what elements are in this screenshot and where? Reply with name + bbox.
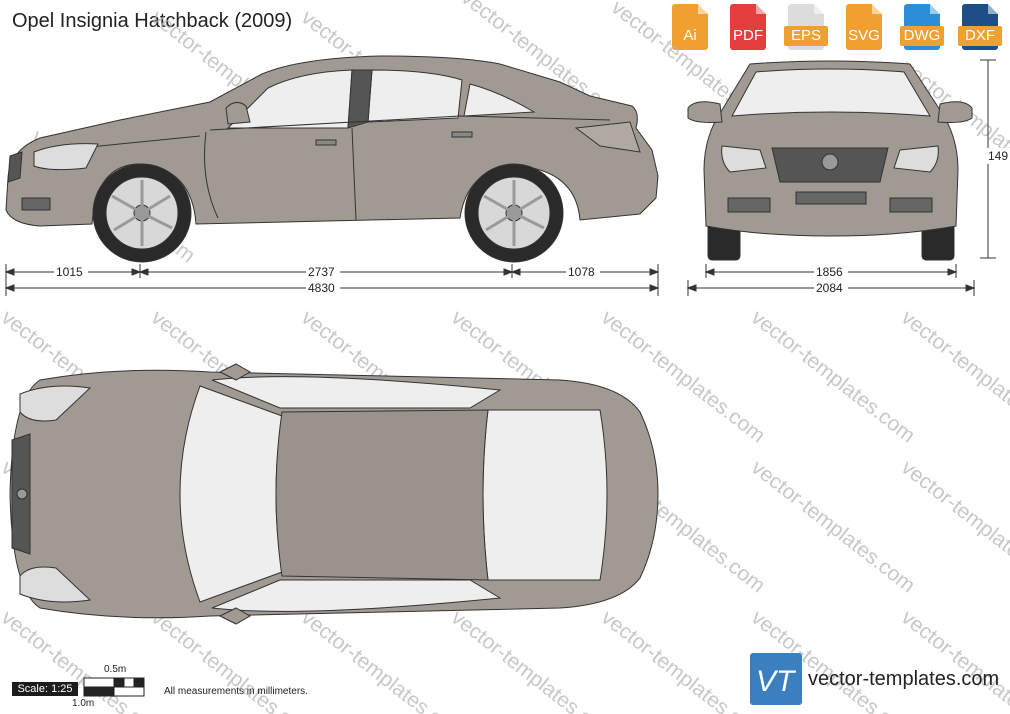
format-label: EPS bbox=[784, 26, 828, 46]
top-windshield bbox=[179, 385, 283, 603]
format-label: SVG bbox=[848, 27, 880, 44]
scale-one-meter: 1.0m bbox=[72, 698, 95, 709]
side-headlight bbox=[33, 143, 99, 171]
top-rear-window bbox=[482, 409, 608, 581]
front-foglight-right bbox=[889, 197, 933, 213]
watermark-text: vector-templates.com bbox=[297, 606, 469, 714]
front-headlight-left bbox=[721, 145, 767, 173]
measurement-note: All measurements in millimeters. bbox=[164, 686, 308, 697]
top-side-window-left bbox=[211, 376, 502, 409]
body-crease bbox=[209, 115, 611, 131]
dwg-file-icon[interactable]: DWG bbox=[900, 4, 944, 50]
scale-ruler bbox=[83, 677, 145, 697]
front-view bbox=[687, 60, 973, 261]
svg-file-icon[interactable]: SVG bbox=[842, 4, 886, 50]
format-label: PDF bbox=[733, 27, 763, 44]
front-windshield bbox=[731, 68, 931, 117]
format-label: Ai bbox=[683, 27, 697, 44]
watermark-text: vector-templates.com bbox=[747, 306, 919, 448]
page-title: Opel Insignia Hatchback (2009) bbox=[12, 10, 293, 32]
top-side-window-right bbox=[211, 579, 502, 612]
scale-label: Scale: 1:25 bbox=[12, 682, 78, 696]
dim-wheelbase: 2737 bbox=[308, 265, 335, 279]
front-headlight-right bbox=[893, 145, 939, 173]
side-window-quarter bbox=[463, 83, 536, 117]
watermark-text: vector-templates.com bbox=[597, 606, 769, 714]
watermark-text: vector-templates.com bbox=[447, 606, 619, 714]
dim-width: 2084 bbox=[816, 281, 843, 295]
dim-front-overhang: 1015 bbox=[56, 265, 83, 279]
top-roof bbox=[275, 409, 489, 581]
pdf-file-icon[interactable]: PDF bbox=[726, 4, 770, 50]
ai-file-icon[interactable]: Ai bbox=[668, 4, 712, 50]
dim-length: 4830 bbox=[308, 281, 335, 295]
dim-rear-overhang: 1078 bbox=[568, 265, 595, 279]
side-grille bbox=[7, 151, 23, 183]
door-line bbox=[204, 131, 219, 219]
side-taillight bbox=[574, 121, 641, 153]
top-headlight-left bbox=[19, 385, 92, 422]
side-foglight bbox=[21, 197, 51, 211]
dim-height: 149 bbox=[988, 149, 1008, 163]
dxf-file-icon[interactable]: DXF bbox=[958, 4, 1002, 50]
watermark-text: vector-templates.com bbox=[897, 606, 1010, 714]
top-view bbox=[9, 363, 659, 625]
door-handle bbox=[451, 131, 473, 138]
watermark-text: vector-templates.com bbox=[747, 456, 919, 598]
front-lower-intake bbox=[795, 191, 867, 205]
side-view bbox=[5, 55, 659, 263]
door-line bbox=[351, 127, 357, 221]
vt-logo-icon[interactable]: VT bbox=[750, 653, 802, 705]
front-mirror-left bbox=[687, 101, 723, 123]
format-label: DWG bbox=[900, 26, 944, 46]
logo-mark: VT bbox=[756, 665, 797, 698]
dim-track: 1856 bbox=[816, 265, 843, 279]
scale-half-meter: 0.5m bbox=[104, 664, 127, 675]
side-window-rear bbox=[367, 69, 463, 123]
door-handle bbox=[315, 139, 337, 146]
format-label: DXF bbox=[958, 26, 1002, 46]
side-pillar-b bbox=[347, 69, 373, 129]
top-headlight-right bbox=[19, 566, 92, 603]
front-foglight-left bbox=[727, 197, 771, 213]
front-mirror-right bbox=[937, 101, 973, 123]
site-name[interactable]: vector-templates.com bbox=[808, 668, 1000, 690]
format-icons: Ai PDF EPS SVG DWG DXF bbox=[668, 4, 1010, 52]
top-mirror-left bbox=[218, 363, 252, 381]
rear-wheel bbox=[464, 163, 564, 263]
eps-file-icon[interactable]: EPS bbox=[784, 4, 828, 50]
top-badge bbox=[16, 488, 28, 500]
top-mirror-right bbox=[218, 607, 252, 625]
front-wheel bbox=[92, 163, 192, 263]
side-mirror bbox=[225, 102, 251, 125]
front-badge bbox=[821, 153, 839, 171]
